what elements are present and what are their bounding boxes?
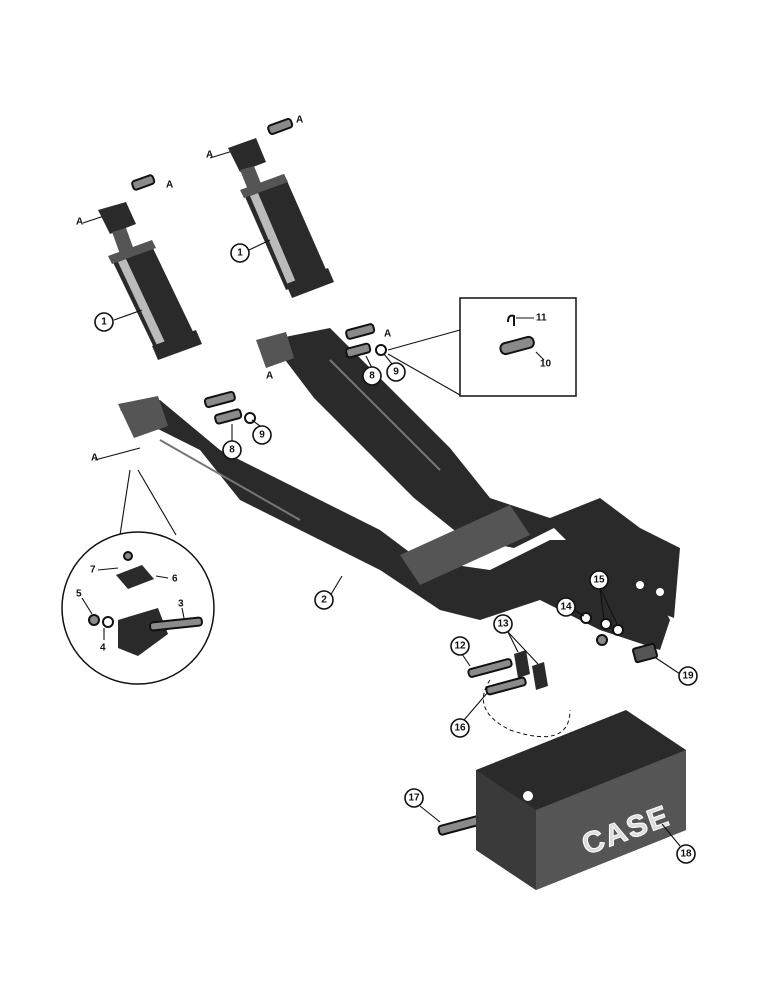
callout-4: 4 (100, 643, 106, 654)
inset-pin-detail (387, 297, 577, 397)
axis-mark: A (296, 115, 303, 126)
callout-9: 9 (393, 367, 399, 378)
callout-8: 8 (229, 445, 235, 456)
callout-1: 1 (237, 248, 243, 259)
hardware-parts (437, 612, 658, 836)
axis-mark: A (384, 329, 391, 340)
hydraulic-cylinder-right (209, 117, 334, 298)
axis-mark: A (206, 150, 213, 161)
callout-1: 1 (101, 317, 107, 328)
callout-15: 15 (593, 575, 605, 586)
callout-10: 10 (540, 359, 552, 370)
callout-12: 12 (454, 641, 466, 652)
callout-8: 8 (369, 371, 375, 382)
callout-6: 6 (172, 574, 178, 585)
axis-mark: A (266, 371, 273, 382)
axis-marks: A A A A A A A (76, 115, 391, 464)
callout-5: 5 (76, 589, 82, 600)
callout-3: 3 (178, 599, 184, 610)
callout-7: 7 (90, 565, 96, 576)
detail-circle (61, 469, 215, 685)
callout-2: 2 (321, 595, 327, 606)
axis-mark: A (91, 453, 98, 464)
callout-14: 14 (560, 602, 572, 613)
callout-11: 11 (536, 313, 547, 324)
frame-assembly (94, 323, 684, 666)
front-weight: CASE (476, 710, 686, 890)
callouts: 1 1 2 8 9 8 9 10 11 7 6 (76, 239, 698, 864)
callout-19: 19 (682, 671, 694, 682)
callout-13: 13 (497, 619, 509, 630)
callout-17: 17 (408, 793, 420, 804)
callout-18: 18 (680, 849, 692, 860)
hydraulic-cylinder-left (82, 174, 202, 360)
axis-mark: A (76, 217, 83, 228)
axis-mark: A (166, 180, 173, 191)
callout-16: 16 (454, 723, 466, 734)
callout-9: 9 (259, 430, 265, 441)
